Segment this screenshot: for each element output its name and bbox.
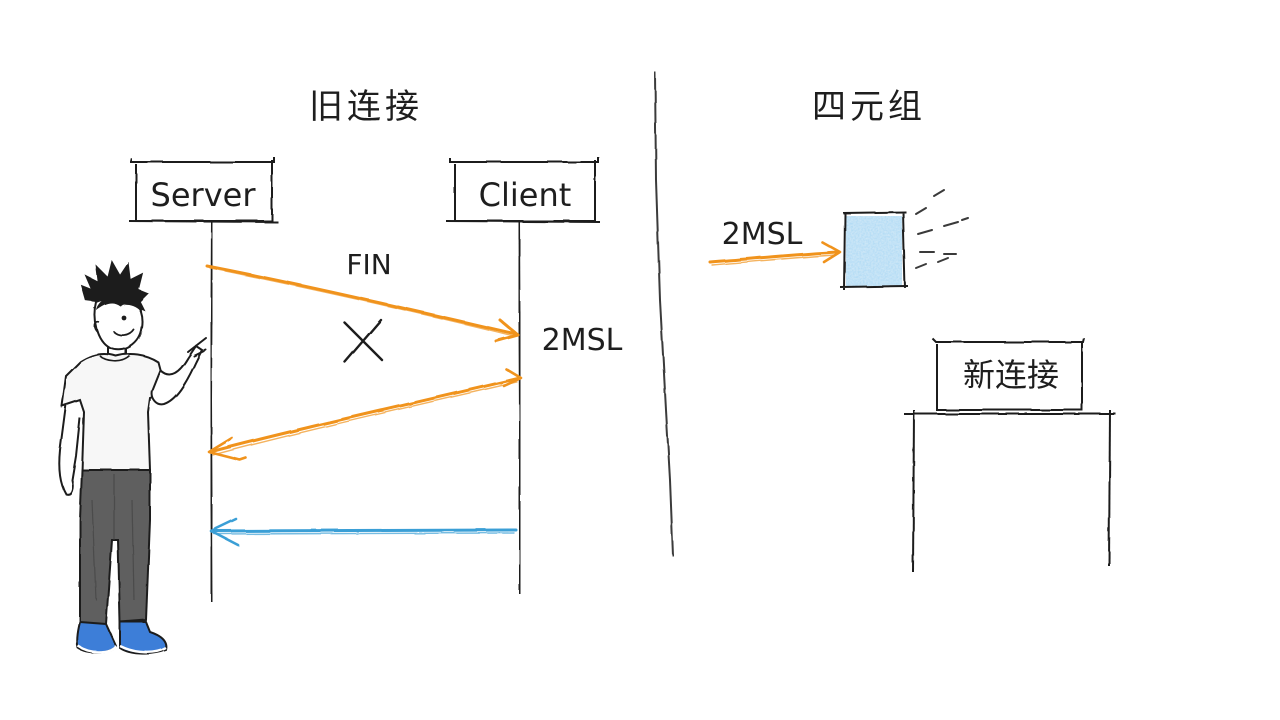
client-timer-label: 2MSL (542, 323, 623, 358)
client-lifeline (518, 221, 521, 594)
presenter-character (58, 260, 207, 655)
server-lifeline (209, 221, 213, 603)
new-connection-node (931, 337, 1085, 411)
fading-motion-lines (915, 189, 969, 269)
lost-packet-mark (342, 318, 384, 364)
tuple-panel: 四元组 2MSL 新连接 (708, 87, 1116, 573)
new-connection-frame (904, 409, 1116, 573)
old-connection-title: 旧连接 (309, 87, 423, 127)
fin-label: FIN (346, 248, 391, 281)
tuple-arrow (708, 240, 842, 266)
tuple-title: 四元组 (812, 87, 926, 127)
fin-arrow (205, 264, 520, 343)
panel-divider (654, 71, 674, 557)
ack-arrow (209, 517, 518, 547)
client-node (445, 157, 601, 223)
server-label: Server (151, 176, 257, 214)
tuple-timer-label: 2MSL (722, 217, 803, 252)
old-connection-panel: 旧连接 Server Client FIN 2MSL (58, 87, 623, 655)
retransmit-arrow (207, 367, 523, 462)
server-node (128, 157, 279, 223)
new-connection-label: 新连接 (963, 356, 1059, 394)
client-label: Client (479, 176, 572, 214)
four-tuple-block (839, 211, 909, 291)
